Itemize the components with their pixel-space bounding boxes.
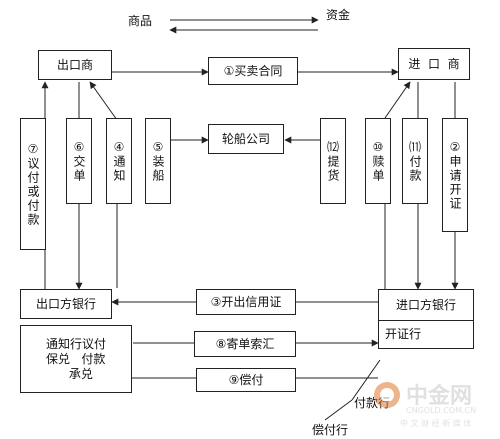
issuing-bank-label: 开证行 xyxy=(385,327,422,341)
step-num: ④ xyxy=(113,139,125,154)
step-text: 提货 xyxy=(326,154,340,183)
coin-icon xyxy=(374,382,400,408)
step-num: ⑩ xyxy=(372,139,384,154)
exporter-box: 出口商 xyxy=(38,50,112,80)
watermark-tagline: 中 文 财 经 新 媒 体 xyxy=(400,419,472,428)
open-lc-box: ③开出信用证 xyxy=(196,289,296,315)
mail-docs-box: ⑧寄单索汇 xyxy=(194,331,296,357)
negotiating-bank-box: 通知行议付 保兑 付款 承兑 xyxy=(20,325,132,393)
step-num: ② xyxy=(449,139,461,154)
step-text: 通知 xyxy=(112,154,126,183)
step-text: 付款 xyxy=(408,154,422,183)
step-notify: ④ 通知 xyxy=(106,118,132,204)
importer-box: 进 口 商 xyxy=(398,48,470,80)
watermark-logo-text: 中金网 xyxy=(406,384,473,409)
importer-bank-label: 进口方银行 xyxy=(379,290,473,321)
legend-funds-label: 资金 xyxy=(326,8,351,22)
step-num: ⑦ xyxy=(27,141,39,156)
reimbursing-bank-label: 偿付行 xyxy=(312,423,349,437)
step-apply-lc: ② 申请开证 xyxy=(442,118,468,232)
step-payment: ⑾ 付款 xyxy=(402,118,428,204)
reimburse-box: ⑨偿付 xyxy=(196,368,296,392)
step-take-delivery: ⑿ 提货 xyxy=(320,118,346,204)
step-redeem-docs: ⑩ 赎单 xyxy=(365,118,391,204)
step-text: 交单 xyxy=(72,154,86,183)
step-num: ⑿ xyxy=(326,139,339,154)
step-num: ⑾ xyxy=(408,139,421,154)
step-num: ⑥ xyxy=(73,139,85,154)
legend-goods-label: 商品 xyxy=(128,14,153,28)
step-text: 议付或付款 xyxy=(26,156,40,227)
step-text: 赎单 xyxy=(371,154,385,183)
step-text: 装船 xyxy=(151,154,165,183)
shipping-company-box: 轮船公司 xyxy=(208,124,284,154)
step-negotiate-or-pay: ⑦ 议付或付款 xyxy=(20,118,46,250)
contract-box: ①买卖合同 xyxy=(208,57,298,85)
step-text: 申请开证 xyxy=(448,154,462,211)
step-submit-docs: ⑥ 交单 xyxy=(66,118,92,204)
watermark-domain: CNGOLD.COM.CN xyxy=(406,406,477,415)
exporter-bank-box: 出口方银行 xyxy=(20,289,112,319)
step-num: ⑤ xyxy=(152,139,164,154)
importer-bank-box: 进口方银行 开证行 xyxy=(378,289,474,349)
step-ship: ⑤ 装船 xyxy=(145,118,171,204)
watermark-logo: 中金网 CNGOLD.COM.CN 中 文 财 经 新 媒 体 xyxy=(372,376,492,432)
